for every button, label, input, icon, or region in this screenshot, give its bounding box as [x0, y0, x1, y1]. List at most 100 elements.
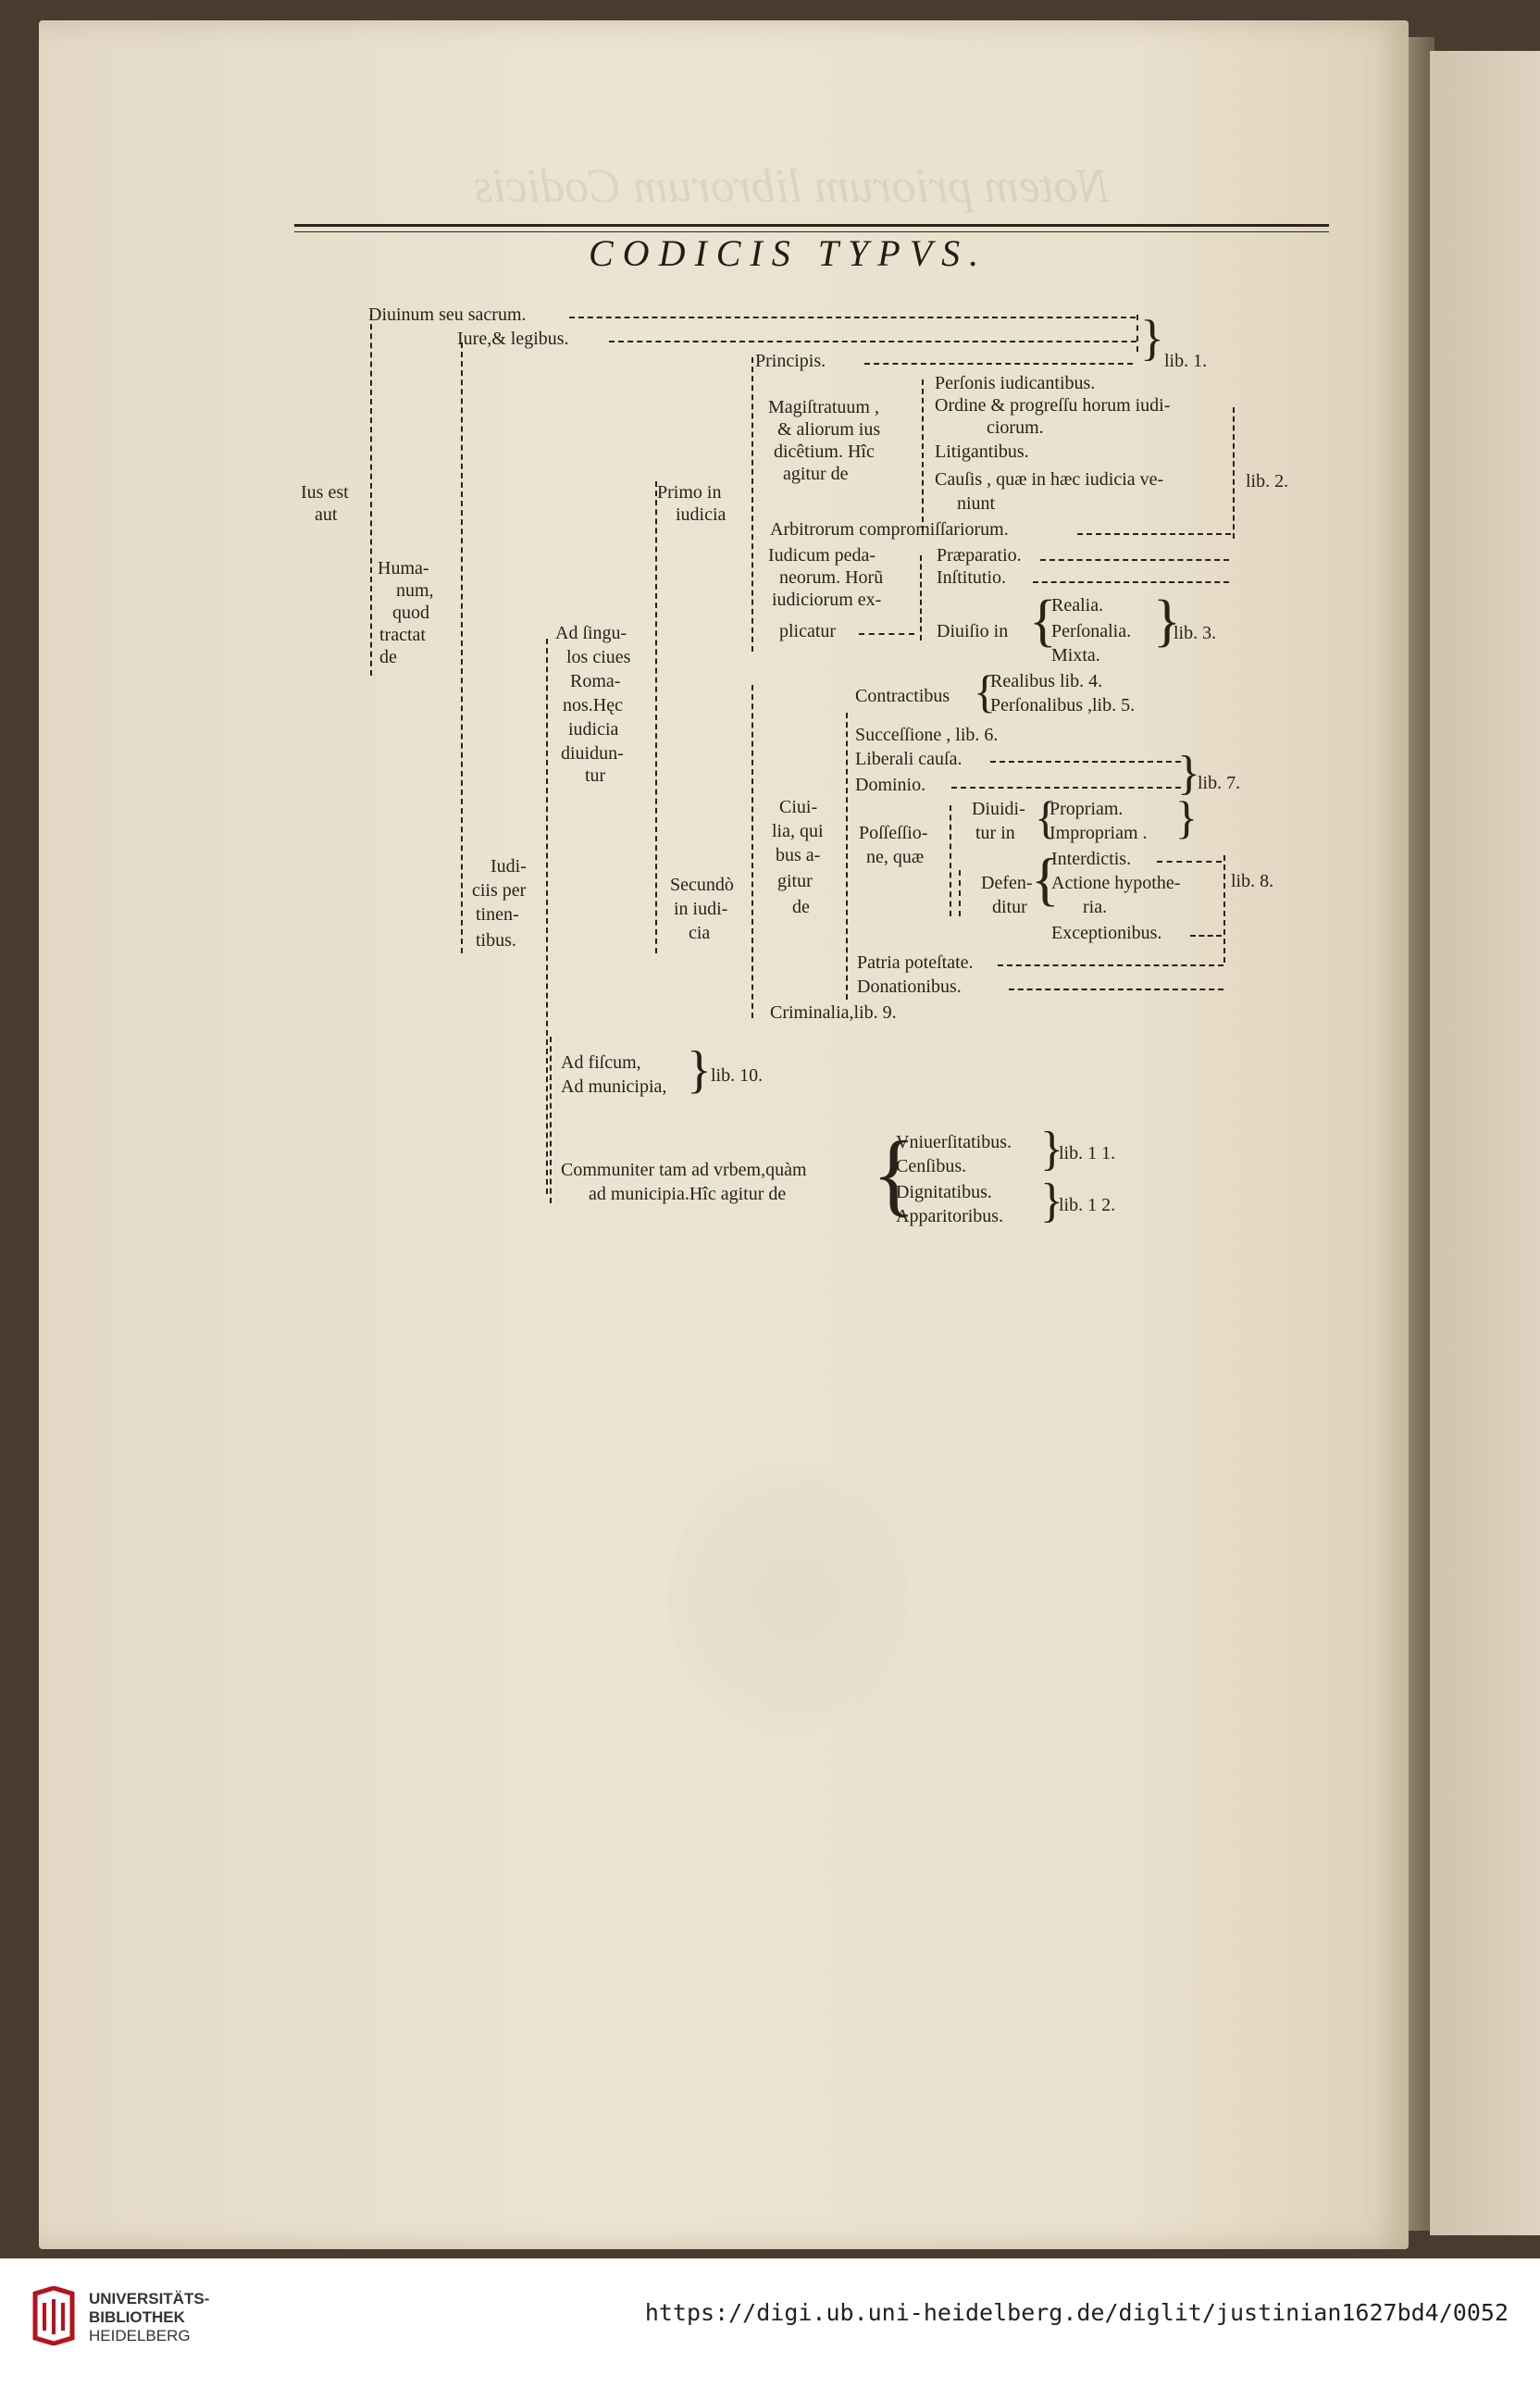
humanum-line-3: quod — [392, 603, 429, 623]
lib7-label: lib. 7. — [1198, 773, 1241, 793]
principis-text: Principis. — [755, 351, 826, 371]
humanum-brace — [461, 342, 463, 953]
dominio-text: Dominio. — [855, 775, 926, 795]
diuinum-leader — [569, 317, 1136, 318]
donationibus-leader — [1009, 989, 1223, 990]
book-page: Notem priorum librorum Codicis — [39, 20, 1409, 2249]
iudiciis-line-3: tinen- — [476, 904, 519, 925]
aut-label: aut — [315, 504, 338, 525]
dignitatibus-text: Dignitatibus. — [896, 1182, 992, 1202]
iudicum-line-4: plicatur — [779, 621, 837, 641]
bleed-through-emblem — [668, 1464, 909, 1733]
magistratuum-item-4: Litigantibus. — [935, 442, 1029, 462]
diuisio-item-personalia: Perſonalia. — [1051, 621, 1132, 641]
ad-municipia-text: Ad municipia, — [561, 1076, 667, 1097]
logo-line-2: BIBLIOTHEK — [89, 2308, 185, 2326]
diuisio-text: Diuiſio in — [937, 621, 1009, 641]
impropriam-text: Impropriam . — [1049, 823, 1148, 843]
iudicum-line-1: Iudicum peda- — [768, 545, 876, 566]
interdictis-leader — [1157, 861, 1222, 863]
institutio-leader — [1033, 581, 1229, 583]
ad-fiscum-text: Ad fiſcum, — [561, 1052, 641, 1073]
defenditur-line-1: Defen- — [981, 873, 1033, 893]
humanum-line-4: tractat — [379, 625, 426, 645]
lib8-label: lib. 8. — [1231, 871, 1274, 891]
liberali-text: Liberali cauſa. — [855, 749, 962, 769]
ad-singulos-line-5: iudicia — [568, 719, 619, 740]
secundo-line-2: in iudi- — [674, 899, 728, 919]
diuisio-item-realia: Realia. — [1051, 595, 1104, 616]
arbitrorum-text: Arbitrorum compromiſſariorum. — [770, 519, 1009, 540]
permalink-url[interactable]: https://digi.ub.uni-heidelberg.de/diglit… — [644, 2299, 1509, 2326]
iure-leader — [609, 341, 1136, 342]
lib11-brace: } — [1040, 1123, 1063, 1175]
diuiditur-line-2: tur in — [975, 823, 1015, 843]
logo-line-1: UNIVERSITÄTS- — [89, 2290, 210, 2307]
possessione-line-2: ne, quæ — [866, 847, 925, 867]
diuinum-text: Diuinum seu sacrum. — [368, 305, 527, 325]
lib7-brace: } — [1177, 747, 1200, 800]
lib8-brace — [1223, 855, 1225, 963]
diuiditur-brace: { — [1035, 791, 1057, 843]
communiter-line-1: Communiter tam ad vrbem,quàm — [561, 1160, 807, 1180]
page-title: CODICIS TYPVS. — [589, 232, 988, 274]
lib1-brace: } — [1140, 310, 1164, 366]
principis-leader — [864, 363, 1133, 365]
contractibus-item-1: Realibus lib. 4. — [990, 671, 1103, 691]
ad-singulos-line-6: diuidun- — [561, 743, 624, 764]
primo-line-1: Primo in — [657, 482, 722, 503]
lib3-label: lib. 3. — [1174, 623, 1217, 643]
ad-singulos-line-2: los ciues — [566, 647, 631, 667]
interdictis-text: Interdictis. — [1051, 849, 1132, 869]
ad-singulos-brace — [546, 639, 548, 1194]
contractibus-text: Contractibus — [855, 686, 950, 706]
iudicum-brace — [920, 555, 922, 641]
bleed-through-text: Notem priorum librorum Codicis — [474, 160, 1111, 213]
primo-brace — [751, 357, 753, 652]
logo-line-3: HEIDELBERG — [89, 2327, 191, 2344]
institutio-text: Inſtitutio. — [937, 567, 1006, 588]
primo-line-2: iudicia — [676, 504, 727, 525]
censibus-text: Cenſibus. — [896, 1156, 967, 1176]
magistratuum-item-3: ciorum. — [987, 417, 1044, 438]
criminalia-text: Criminalia,lib. 9. — [770, 1002, 897, 1023]
iudicum-line-2: neorum. Horũ — [779, 567, 884, 588]
lib2-label: lib. 2. — [1246, 471, 1289, 491]
lib3-brace: } — [1153, 590, 1181, 653]
propriam-text: Propriam. — [1049, 799, 1124, 819]
iudiciis-line-4: tibus. — [476, 930, 516, 951]
magistratuum-line-3: dicêtium. Hîc — [774, 442, 875, 462]
patria-text: Patria poteſtate. — [857, 952, 974, 973]
exceptionibus-leader — [1190, 935, 1222, 937]
defenditur-brace: { — [1031, 846, 1060, 912]
magistratuum-item-5: Cauſis , quæ in hæc iudicia ve- — [935, 469, 1164, 490]
actione-cont-text: ria. — [1083, 897, 1108, 917]
ad-singulos-line-4: nos.Hęc — [563, 695, 623, 715]
humanum-line-1: Huma- — [378, 558, 429, 578]
magistratuum-item-6: niunt — [957, 493, 996, 514]
lib2-brace — [1233, 407, 1235, 539]
lib12-brace: } — [1040, 1175, 1063, 1227]
universitatibus-text: Vniuerſitatibus. — [896, 1132, 1012, 1152]
lib1-label: lib. 1. — [1164, 351, 1208, 371]
ad-singulos-line-3: Roma- — [570, 671, 621, 691]
magistratuum-line-1: Magiſtratuum , — [768, 397, 879, 417]
iudicum-leader — [859, 633, 914, 635]
communiter-line-2: ad municipia.Hîc agitur de — [589, 1184, 787, 1204]
library-logo-icon — [32, 2286, 75, 2345]
defenditur-tick — [959, 870, 961, 916]
patria-leader — [998, 964, 1223, 966]
magistratuum-item-2: Ordine & progreſſu horum iudi- — [935, 395, 1171, 416]
exceptionibus-text: Exceptionibus. — [1051, 923, 1162, 943]
secundo-line-1: Secundò — [670, 875, 734, 895]
actione-text: Actione hypothe- — [1051, 873, 1181, 893]
secundo-line-3: cia — [689, 923, 711, 943]
lib11-label: lib. 1 1. — [1059, 1143, 1116, 1163]
arbitrorum-leader — [1077, 533, 1231, 535]
liberali-leader — [990, 761, 1181, 763]
contractibus-brace: { — [974, 665, 996, 717]
iudiciis-line-1: Iudi- — [491, 856, 527, 877]
iudicum-line-3: iudiciorum ex- — [772, 590, 882, 610]
diuiditur-close-brace: } — [1175, 791, 1198, 843]
diuiditur-line-1: Diuidi- — [972, 799, 1025, 819]
